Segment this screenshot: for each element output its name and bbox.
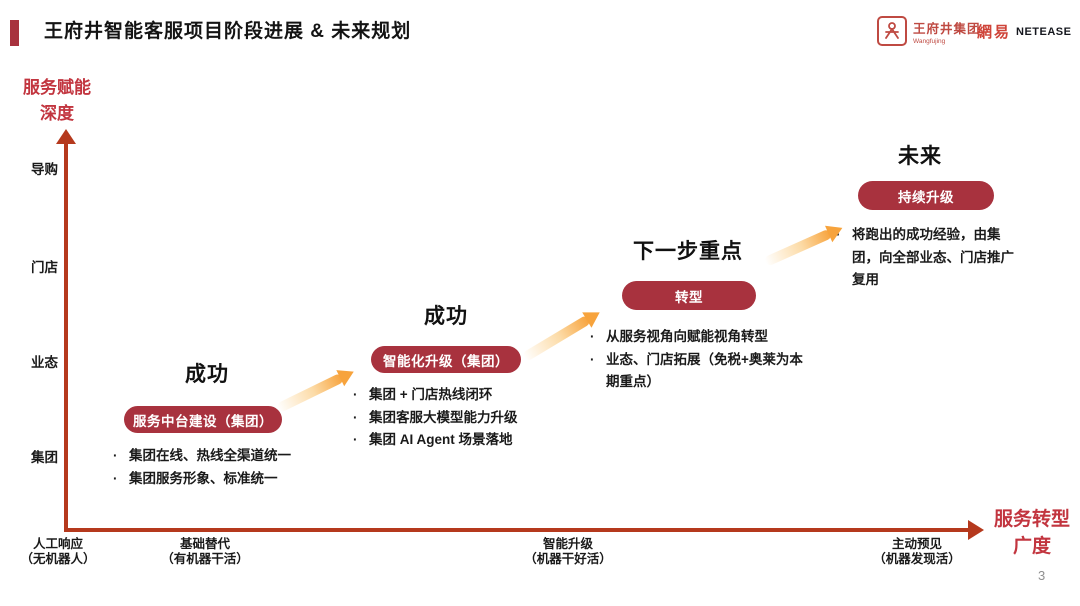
bullet-text: 业态、门店拓展（免税+奥莱为本期重点） [606,351,803,390]
wangfujing-logo-cn: 王府井集团 [913,21,981,36]
bullet-item: · 集团在线、热线全渠道统一 [113,445,333,468]
stage1-pill: 服务中台建设（集团） [124,406,282,433]
wangfujing-logo-text: 王府井集团 Wangfujing [913,18,981,45]
bullet-dot: · [590,351,595,367]
bullet-dot: · [353,387,358,402]
stage1-heading: 成功 [185,363,229,386]
arrow-shaft [763,228,833,267]
bullet-item: · 从服务视角向赋能视角转型 [590,326,808,349]
stage3-pill: 转型 [622,281,756,310]
bullet-text: 集团 AI Agent 场景落地 [369,432,513,447]
bullet-text: 集团 + 门店热线闭环 [369,387,493,402]
bullet-dot: · [353,409,358,425]
bullet-dot: · [113,470,118,486]
y-axis-line [64,142,68,530]
x-tick-line1: 基础替代 [179,537,230,551]
x-tick-line2: （有机器干活） [161,552,249,566]
progress-arrow-1-icon [274,363,358,416]
stage4-heading: 未来 [898,145,942,168]
y-axis-title-line2: 深度 [40,104,74,123]
x-tick-jichutidai: 基础替代 （有机器干活） [135,537,275,567]
y-tick-yetai: 业态 [31,355,58,370]
netease-logo-cn: 網易 [977,24,1012,41]
x-axis-title-line1: 服务转型 [993,509,1070,530]
x-tick-line1: 主动预见 [891,537,942,551]
x-axis-title-line2: 广度 [1012,536,1051,557]
x-tick-line2: （机器干好活） [524,552,612,566]
stage1-bullets: · 集团在线、热线全渠道统一 · 集团服务形象、标准统一 [113,445,333,490]
bullet-text: 将跑出的成功经验，由集团，向全部业态、门店推广复用 [852,227,1014,287]
bullet-text: 从服务视角向赋能视角转型 [606,329,768,344]
wangfujing-logo: 王府井集团 Wangfujing [877,16,981,46]
page-title: 王府井智能客服项目阶段进展 & 未来规划 [44,21,412,42]
stage4-pill: 持续升级 [858,181,994,210]
bullet-item: · 集团服务形象、标准统一 [113,468,333,491]
bullet-item: · 将跑出的成功经验，由集团，向全部业态、门店推广复用 [836,224,1026,292]
wangfujing-logo-en: Wangfujing [913,37,946,45]
bullet-item: · 集团 AI Agent 场景落地 [353,429,573,452]
stage3-bullets: · 从服务视角向赋能视角转型 · 业态、门店拓展（免税+奥莱为本期重点） [590,326,808,394]
bullet-item: · 集团 + 门店热线闭环 [353,384,573,407]
x-tick-line1: 智能升级 [542,537,593,551]
stage3-heading: 下一步重点 [633,240,743,263]
x-tick-rengongxiangying: 人工响应 （无机器人） [0,537,128,567]
bullet-item: · 集团客服大模型能力升级 [353,407,573,430]
y-axis-title-line1: 服务赋能 [23,78,91,97]
y-tick-daogou: 导购 [31,162,58,177]
x-axis-arrowhead-icon [968,520,984,540]
arrow-shaft [521,314,592,362]
x-tick-line2: （无机器人） [20,552,96,566]
x-tick-zhinengshengji: 智能升级 （机器干好活） [498,537,638,567]
y-axis-arrowhead-icon [56,129,76,144]
bullet-dot: · [590,329,595,344]
bullet-text: 集团服务形象、标准统一 [129,470,278,486]
bullet-dot: · [353,432,358,447]
y-axis-title: 服务赋能 深度 [4,75,110,127]
x-tick-line1: 人工响应 [32,537,83,551]
wangfujing-glyph [885,22,899,39]
bullet-text: 集团客服大模型能力升级 [369,409,518,425]
arrow-shaft [276,372,345,413]
wangfujing-logo-icon [877,16,907,46]
bullet-dot: · [113,448,118,463]
stage2-pill: 智能化升级（集团） [371,346,521,373]
x-tick-line2: （机器发现活） [873,552,961,566]
stage4-bullets: · 将跑出的成功经验，由集团，向全部业态、门店推广复用 [836,224,1026,292]
x-tick-zhudongyujian: 主动预见 （机器发现活） [847,537,987,567]
title-accent-bar [10,20,19,46]
y-tick-mendian: 门店 [31,260,58,275]
progress-arrow-3-icon [762,219,847,271]
bullet-item: · 业态、门店拓展（免税+奥莱为本期重点） [590,349,808,394]
netease-logo-en: NETEASE [1016,25,1072,38]
stage2-bullets: · 集团 + 门店热线闭环 · 集团客服大模型能力升级 · 集团 AI Agen… [353,384,573,452]
bullet-text: 集团在线、热线全渠道统一 [129,448,291,463]
x-axis-title: 服务转型 广度 [984,506,1080,560]
netease-logo: 網易 NETEASE [977,21,1071,42]
page-number: 3 [1038,568,1046,583]
x-axis-line [64,528,970,532]
bullet-dot: · [836,227,841,242]
stage2-heading: 成功 [424,305,468,328]
y-tick-jituan: 集团 [31,450,58,465]
